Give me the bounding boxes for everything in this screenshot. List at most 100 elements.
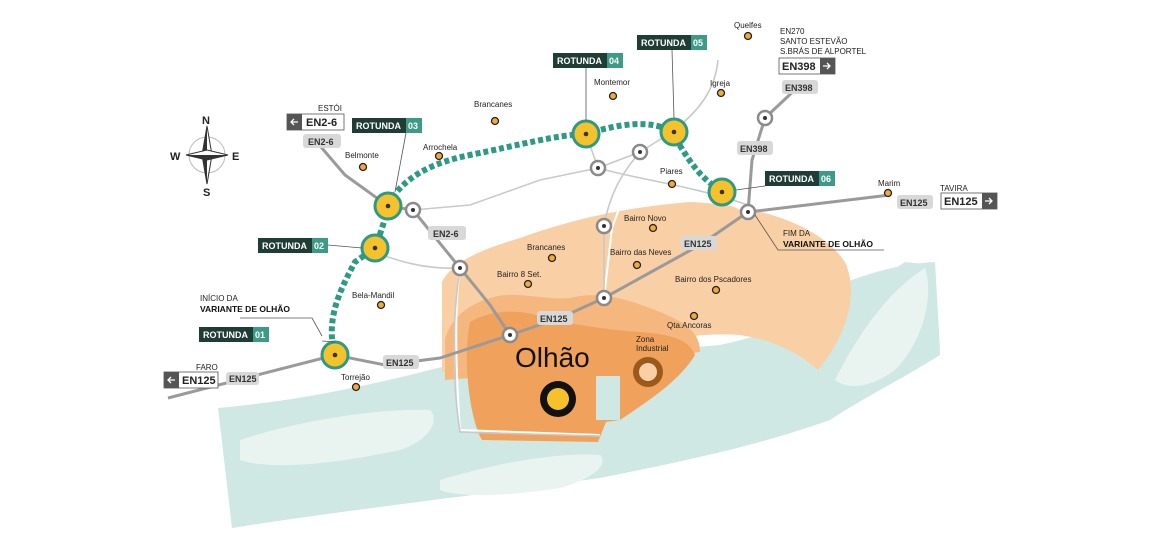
svg-text:EN125: EN125	[540, 314, 568, 324]
place-dot-icon	[648, 223, 658, 233]
city-name: Olhão	[515, 342, 590, 373]
place-dot-icon	[490, 116, 500, 126]
place-torrejao: Torrejão	[341, 373, 370, 392]
rotunda-05-label: ROTUNDA 05	[637, 35, 707, 50]
svg-text:EN125: EN125	[900, 198, 928, 208]
place-dot-icon	[358, 162, 368, 172]
roundabouts	[320, 117, 737, 370]
place-dot-icon	[434, 151, 444, 161]
rotunda-01-label: ROTUNDA 01	[199, 327, 269, 342]
junction-icon	[404, 201, 422, 219]
junction-icon	[589, 159, 607, 177]
destination-faro-label: FARO	[196, 363, 218, 372]
svg-text:01: 01	[255, 330, 265, 340]
place-dot-icon	[632, 260, 642, 270]
svg-text:Quelfes: Quelfes	[734, 21, 762, 30]
destination-faro-road: EN125	[182, 375, 216, 387]
variante-end-line2: VARIANTE DE OLHÃO	[783, 239, 873, 249]
place-dot-icon	[743, 31, 753, 41]
roundabout-01-marker	[320, 340, 350, 370]
junctions	[404, 109, 774, 344]
city-center-icon	[540, 381, 576, 417]
sandbank-island	[440, 454, 603, 496]
svg-text:Igreja: Igreja	[710, 79, 731, 88]
place-dot-icon	[523, 279, 533, 289]
road-shield-en398-b: EN398	[737, 141, 773, 155]
roundabout-04-marker	[571, 119, 601, 149]
places: Quelfes Montemor Igreja Brancanes Belmon…	[341, 21, 901, 392]
road-shields: EN125 EN125 EN125 EN125 EN125 EN2-6 EN2-…	[226, 80, 933, 385]
road-shield-en125-a: EN125	[383, 355, 419, 369]
svg-text:Bairro Novo: Bairro Novo	[624, 214, 667, 223]
svg-text:EN2-6: EN2-6	[308, 137, 334, 147]
destination-north-line2: SANTO ESTEVÃO	[780, 37, 847, 46]
svg-text:Piares: Piares	[660, 167, 683, 176]
destination-north: EN270 SANTO ESTEVÃO S.BRÁS DE ALPORTEL E…	[778, 27, 867, 75]
svg-text:05: 05	[693, 38, 703, 48]
place-bairro-neves: Bairro das Neves	[610, 248, 671, 270]
svg-text:Qta.Ancoras: Qta.Ancoras	[667, 321, 711, 330]
destination-estoi-label: ESTÓI	[318, 104, 342, 113]
road-shield-en2-6-a: EN2-6	[303, 134, 341, 148]
svg-text:EN2-6: EN2-6	[433, 229, 459, 239]
compass-e: E	[232, 151, 239, 163]
destination-estoi-road: EN2-6	[306, 117, 337, 129]
svg-text:Bairro 8 Set.: Bairro 8 Set.	[497, 270, 541, 279]
junction-icon	[631, 143, 649, 161]
junction-icon	[501, 326, 519, 344]
road-shield-en125-c: EN125	[681, 236, 717, 250]
svg-text:EN398: EN398	[785, 83, 813, 93]
svg-text:Torrejão: Torrejão	[341, 373, 370, 382]
variante-route	[328, 121, 722, 356]
svg-text:EN125: EN125	[229, 374, 257, 384]
svg-text:Brancanes: Brancanes	[527, 243, 565, 252]
place-montemor: Montemor	[594, 78, 630, 101]
svg-text:ROTUNDA: ROTUNDA	[356, 121, 401, 131]
compass-n: N	[202, 115, 210, 127]
place-bela-mandil: Bela-Mandil	[352, 291, 394, 310]
road-shield-en125-faro: EN125	[226, 372, 259, 385]
place-marim: Marim	[878, 179, 901, 198]
place-bairro-novo: Bairro Novo	[624, 214, 667, 233]
svg-text:ROTUNDA: ROTUNDA	[641, 38, 686, 48]
svg-text:ROTUNDA: ROTUNDA	[262, 241, 307, 251]
junction-icon	[739, 203, 757, 221]
svg-text:ROTUNDA: ROTUNDA	[203, 330, 248, 340]
destination-tavira-road: EN125	[944, 196, 978, 208]
place-dot-icon	[711, 285, 721, 295]
destination-faro: FARO EN125	[163, 363, 219, 389]
zona-industrial-label-2: Industrial	[636, 344, 669, 353]
zona-industrial-icon	[633, 357, 663, 387]
compass-w: W	[170, 151, 181, 163]
svg-text:Bela-Mandil: Bela-Mandil	[352, 291, 394, 300]
svg-text:Bairro dos Pscadores: Bairro dos Pscadores	[675, 275, 751, 284]
roundabout-02-marker	[360, 233, 390, 263]
svg-text:Marim: Marim	[878, 179, 901, 188]
harbour-basin	[596, 376, 620, 420]
urban-core-area	[466, 311, 695, 442]
place-qta-ancoras: Qta.Ancoras	[667, 311, 711, 330]
variante-start-line2: VARIANTE DE OLHÃO	[200, 304, 290, 314]
road-shield-en125-b: EN125	[537, 311, 573, 325]
place-brancanes-north: Brancanes	[474, 100, 512, 126]
destination-north-line1: EN270	[780, 27, 805, 36]
svg-text:03: 03	[408, 121, 418, 131]
sandbank-island	[240, 409, 434, 466]
junction-icon	[756, 109, 774, 127]
roundabout-05-marker	[659, 117, 689, 147]
road-shield-en125-tavira: EN125	[897, 195, 933, 209]
place-piares: Piares	[660, 167, 683, 189]
svg-text:ROTUNDA: ROTUNDA	[769, 174, 814, 184]
place-bairro-pescadores: Bairro dos Pscadores	[675, 275, 751, 295]
compass-rose-icon: N S E W	[170, 115, 239, 199]
leader-lines	[240, 49, 884, 343]
road-shield-en398-a: EN398	[782, 80, 818, 94]
place-belmonte: Belmonte	[345, 151, 379, 172]
zona-industrial-label-1: Zona	[636, 335, 655, 344]
place-dot-icon	[376, 300, 386, 310]
junction-icon	[595, 217, 613, 235]
